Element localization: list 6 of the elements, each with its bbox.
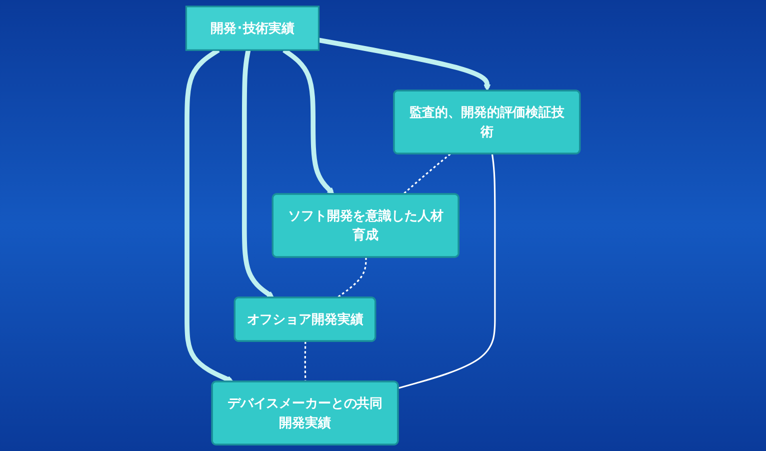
arrow: [242, 50, 274, 298]
arrow: [318, 38, 491, 92]
connector: [336, 257, 367, 298]
connector: [402, 153, 451, 195]
connector: [398, 154, 496, 389]
node-box: 開発･技術実績: [185, 6, 320, 51]
